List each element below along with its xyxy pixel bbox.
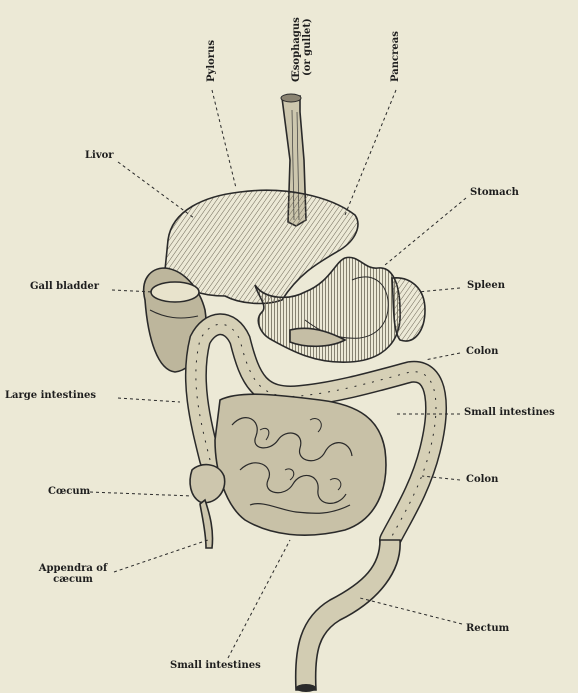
label-liver: Livor bbox=[85, 150, 114, 161]
label-pancreas: Pancreas bbox=[390, 31, 401, 82]
label-small-intestines-bottom: Small intestines bbox=[170, 660, 261, 671]
label-appendix-line2: cæcum bbox=[28, 574, 118, 585]
label-gall-bladder: Gall bladder bbox=[30, 281, 99, 292]
label-oesophagus-gullet: (or gullet) bbox=[302, 18, 313, 76]
leader-pylorus bbox=[212, 90, 236, 188]
spleen bbox=[392, 278, 425, 341]
leader-large-intestines bbox=[118, 398, 180, 402]
label-small-intestines-right: Small intestines bbox=[464, 407, 555, 418]
leader-colon-upper bbox=[425, 353, 460, 360]
leader-appendix bbox=[114, 540, 208, 572]
label-appendix-line1: Appendra of bbox=[28, 563, 118, 574]
label-rectum: Rectum bbox=[466, 623, 509, 634]
leader-small-intestines-bottom bbox=[228, 540, 290, 658]
label-spleen: Spleen bbox=[467, 280, 505, 291]
leader-caecum bbox=[90, 492, 192, 496]
label-pylorus: Pylorus bbox=[206, 40, 217, 82]
label-colon-lower: Colon bbox=[466, 474, 498, 485]
leader-pancreas bbox=[345, 90, 396, 215]
gall-bladder bbox=[151, 282, 199, 302]
label-colon-upper: Colon bbox=[466, 346, 498, 357]
label-stomach: Stomach bbox=[470, 187, 519, 198]
small-intestines bbox=[215, 394, 386, 535]
rectum bbox=[296, 540, 400, 692]
leader-spleen bbox=[418, 288, 460, 292]
caecum bbox=[190, 465, 225, 548]
label-oesophagus: Œsophagus bbox=[291, 17, 302, 82]
label-caecum: Cœcum bbox=[48, 486, 90, 497]
label-large-intestines: Large intestines bbox=[5, 390, 96, 401]
leader-stomach bbox=[385, 198, 466, 265]
leader-rectum bbox=[360, 598, 462, 624]
label-appendix: Appendra of cæcum bbox=[28, 563, 118, 585]
leader-liver bbox=[118, 162, 194, 218]
